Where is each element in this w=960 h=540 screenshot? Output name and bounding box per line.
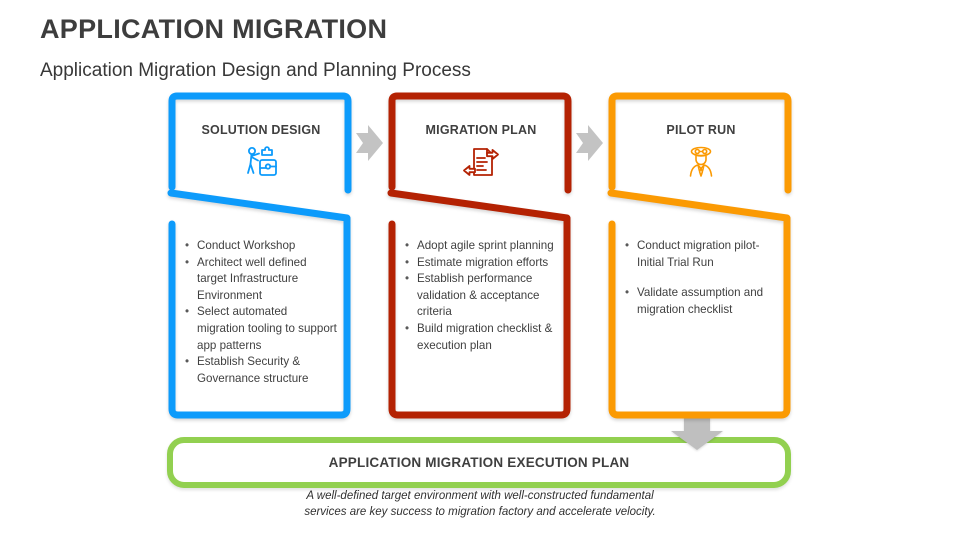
step-frame: [387, 92, 572, 419]
bullet-item: Architect well defined target Infrastruc…: [184, 255, 338, 305]
step-solution-design: SOLUTION DESIGN Conduct Workshop Archite…: [166, 90, 356, 430]
bullet-item: Conduct migration pilot- Initial Trial R…: [624, 238, 778, 271]
right-arrow-icon: [576, 125, 603, 161]
step-header-border: [608, 92, 792, 194]
step-frame: [607, 92, 792, 419]
step-body-border: [607, 189, 791, 419]
down-arrow-icon: [671, 412, 723, 450]
bullet-item: Conduct Workshop: [184, 238, 338, 255]
step-migration-plan: MIGRATION PLAN Adopt agile sprint planni…: [386, 90, 576, 430]
page-title: APPLICATION MIGRATION: [40, 14, 388, 44]
footnote: A well-defined target environment with w…: [0, 489, 960, 520]
execution-plan-banner: APPLICATION MIGRATION EXECUTION PLAN: [167, 437, 791, 488]
page-subtitle: Application Migration Design and Plannin…: [40, 60, 471, 81]
architect-puzzle-icon: [166, 142, 356, 186]
bullet-item: Establish performance validation & accep…: [404, 271, 558, 321]
step-header-border: [388, 92, 572, 194]
banner-label: APPLICATION MIGRATION EXECUTION PLAN: [328, 455, 630, 470]
bullet-item: Build migration checklist & execution pl…: [404, 321, 558, 354]
bullet-item: Establish Security & Governance structur…: [184, 354, 338, 387]
bullet-list: Conduct Workshop Architect well defined …: [184, 238, 338, 387]
bullet-item: Validate assumption and migration checkl…: [624, 285, 778, 318]
footnote-line: services are key success to migration fa…: [304, 505, 656, 518]
step-body-border: [387, 189, 571, 419]
step-pilot-run: PILOT RUN Conduct migration pilot- Initi…: [606, 90, 796, 430]
bullet-list: Conduct migration pilot- Initial Trial R…: [624, 238, 778, 332]
footnote-line: A well-defined target environment with w…: [306, 490, 654, 502]
bullet-item: Select automated migration tooling to su…: [184, 304, 338, 354]
step-body-border: [167, 189, 351, 419]
step-header-border: [168, 92, 352, 194]
pilot-icon: [606, 142, 796, 186]
migration-document-icon: [386, 142, 576, 186]
step-title: MIGRATION PLAN: [425, 123, 537, 137]
bullet-item: Adopt agile sprint planning: [404, 238, 558, 255]
bullet-list: Adopt agile sprint planning Estimate mig…: [404, 238, 558, 354]
right-arrow-icon: [356, 125, 383, 161]
step-frame: [167, 92, 352, 419]
bullet-item: Estimate migration efforts: [404, 255, 558, 272]
step-title: PILOT RUN: [666, 123, 736, 137]
step-title: SOLUTION DESIGN: [201, 123, 321, 137]
